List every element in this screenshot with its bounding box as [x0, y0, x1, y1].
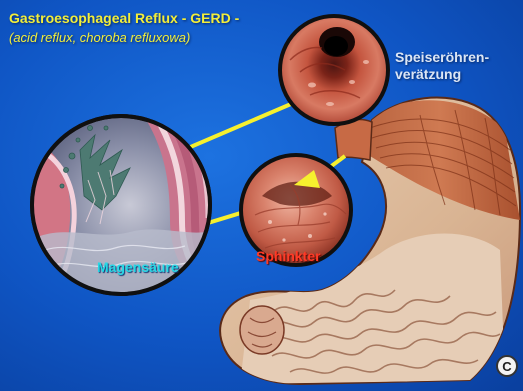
corner-badge: C [496, 355, 518, 377]
page-title: Gastroesophageal Reflux - GERD - [9, 10, 239, 26]
esophageal-erosion-label: Speiseröhren- verätzung [395, 49, 489, 83]
esophageal-erosion-magnifier [280, 16, 388, 124]
page-subtitle: (acid reflux, choroba refluxowa) [9, 30, 190, 45]
sphincter-label: Sphinkter [256, 248, 321, 264]
esophageal-erosion-label-line1: Speiseröhren- [395, 49, 489, 66]
esophageal-erosion-label-line2: verätzung [395, 66, 489, 83]
stomach-acid-label: Magensäure [97, 259, 179, 275]
